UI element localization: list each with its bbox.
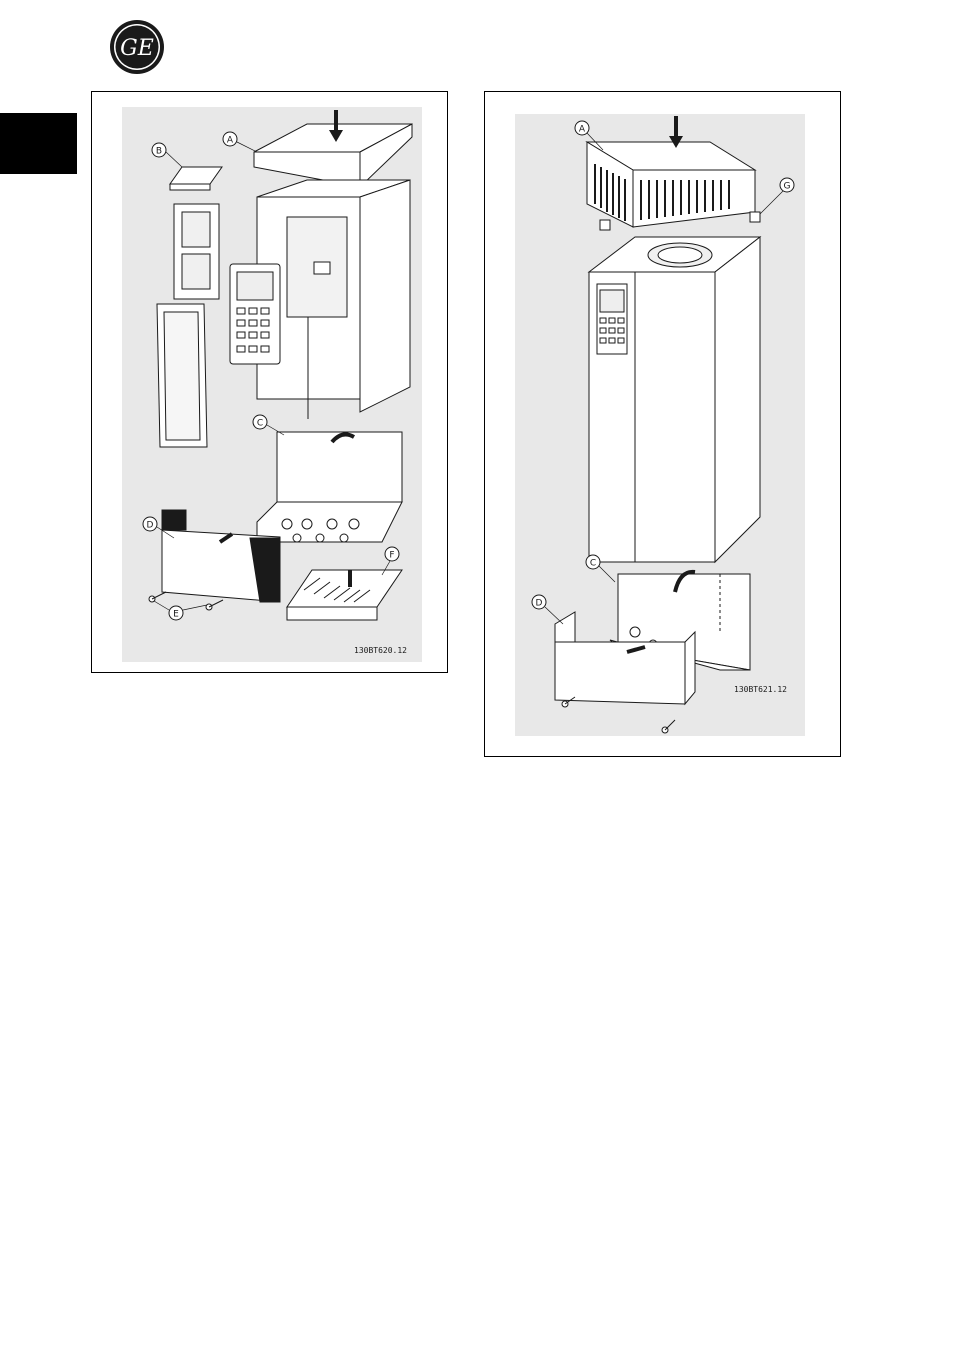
chapter-tab (0, 113, 77, 174)
drive-body (589, 237, 760, 562)
svg-text:B: B (156, 147, 162, 157)
figure-code: 130BT620.12 (354, 646, 407, 655)
figure-code: 130BT621.12 (734, 685, 787, 694)
svg-text:C: C (257, 419, 263, 429)
top-cover-a (587, 142, 755, 227)
lcp-frame (174, 204, 219, 299)
figure-left-illustration: A B C D E F 130BT620.12 (92, 92, 447, 672)
front-cover (157, 304, 207, 447)
figure-left-exploded-view: A B C D E F 130BT620.12 (91, 91, 448, 673)
ge-logo: GE (108, 18, 166, 76)
figure-right-exploded-view: A G C D 130BT621.12 (484, 91, 841, 757)
part-c-bottom-plate (257, 432, 402, 542)
svg-text:GE: GE (120, 36, 154, 61)
svg-text:D: D (536, 599, 543, 609)
svg-text:C: C (590, 559, 596, 569)
svg-text:A: A (579, 125, 586, 135)
svg-text:G: G (784, 182, 791, 192)
svg-text:D: D (147, 521, 154, 531)
lcp-keypad (230, 264, 280, 364)
svg-text:F: F (389, 551, 394, 561)
figure-right-illustration: A G C D 130BT621.12 (485, 92, 840, 756)
svg-text:E: E (173, 610, 179, 620)
svg-text:A: A (227, 136, 234, 146)
